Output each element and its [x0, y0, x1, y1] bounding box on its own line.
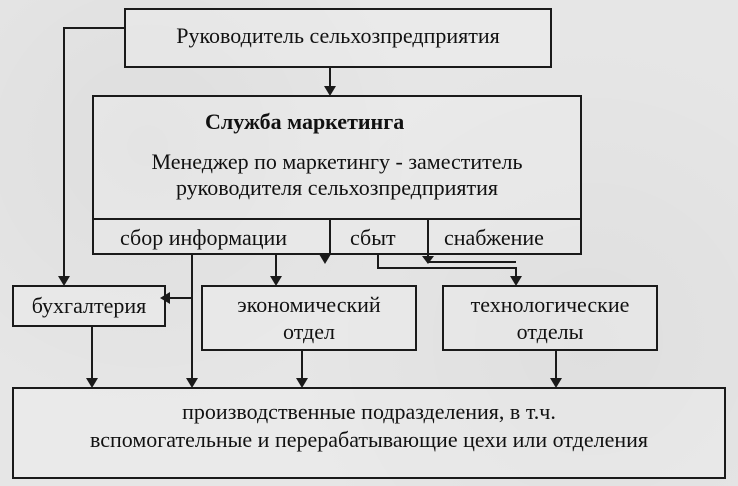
econ-line1: экономический	[237, 292, 381, 317]
production-line1: производственные подразделения, в т.ч.	[182, 399, 556, 424]
sales-to-tech	[427, 255, 516, 263]
production-line2: вспомогательные и перерабатывающие цехи …	[89, 427, 649, 452]
sub-supply-label: снабжение	[444, 225, 544, 250]
supply-to-tech	[377, 255, 517, 280]
arrow-production-3	[296, 378, 308, 388]
arrow-production-4	[550, 378, 562, 388]
accounting-box	[12, 285, 166, 327]
tech-box	[442, 285, 658, 351]
head-box	[124, 8, 552, 68]
arrow-accounting-top	[58, 276, 70, 286]
head-to-accounting	[63, 27, 124, 280]
sub-sales-label: сбыт	[350, 225, 396, 250]
arrow-marketing	[324, 86, 336, 96]
marketing-to-accounting	[170, 255, 193, 299]
marketing-line2: руководителя сельхозпредприятия	[175, 175, 499, 200]
arrow-econ	[270, 276, 282, 286]
tech-line2: отделы	[516, 319, 584, 344]
econ-box	[201, 285, 417, 351]
arrow-tech	[510, 276, 522, 286]
production-box	[12, 387, 726, 479]
marketing-title: Служба маркетинга	[205, 109, 405, 134]
accounting-label: бухгалтерия	[31, 293, 147, 318]
arrow-supply	[422, 256, 434, 264]
head-label: Руководитель сельхозпредприятия	[176, 23, 500, 48]
arrow-production-1	[186, 378, 198, 388]
marketing-line1: Менеджер по маркетингу - заместитель	[151, 149, 523, 174]
marketing-box	[92, 95, 582, 255]
tech-line1: технологические	[470, 292, 630, 317]
arrow-accounting-side	[160, 292, 170, 304]
arrow-production-2	[86, 378, 98, 388]
econ-line2: отдел	[283, 319, 335, 344]
marketing-separator	[92, 218, 582, 220]
arrow-info	[319, 254, 331, 264]
sub-info-label: сбор информации	[120, 225, 288, 250]
